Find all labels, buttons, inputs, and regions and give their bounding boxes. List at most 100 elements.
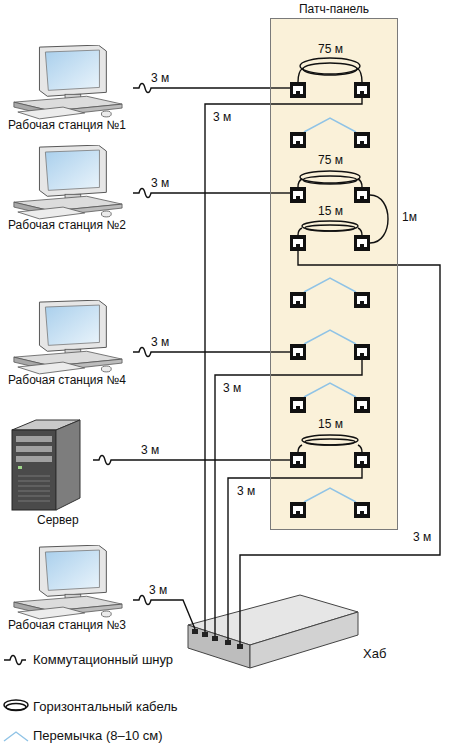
port-key [360,301,364,304]
port-key [360,91,364,94]
workstation: Рабочая станция №3 [5,545,133,633]
port-key [360,196,364,199]
cable-loop [303,176,357,184]
legend-jumper-sample [4,732,28,741]
length-label: 3 м [140,443,160,457]
cable-loop [300,58,360,74]
hub-label: Хаб [362,646,387,661]
port-jack [354,292,370,308]
cord-stub [270,87,290,88]
port-jack [354,397,370,413]
caption-row: Рабочая станция №4 [5,370,133,388]
cable-loop [302,221,358,231]
port-key [296,301,300,304]
port-socket [293,136,303,144]
cord-stub [270,192,290,193]
port-socket [293,348,303,356]
port-jack [354,235,370,251]
workstation: Рабочая станция №1 [5,45,133,133]
port-socket [293,239,303,247]
length-label: 3 м [150,71,170,85]
port-key [296,461,300,464]
port-socket [357,348,367,356]
port-jack [354,187,370,203]
port-key [296,196,300,199]
port-key [360,511,364,514]
legend-cable-sample [4,700,28,710]
icon-space [5,145,133,215]
hub-port [202,632,208,637]
caption-row: Рабочая станция №2 [5,215,133,233]
length-label: 3 м [148,583,168,597]
port-socket [357,296,367,304]
hub-port [212,636,218,641]
hub-port [192,629,198,634]
port-key [360,141,364,144]
port-key [360,353,364,356]
workstation-icon [14,545,122,619]
cable-loop [303,63,357,75]
station-caption: Рабочая станция №4 [8,373,126,387]
cable-length: 15 м [317,204,344,218]
station-caption: Рабочая станция №2 [8,218,126,232]
workstation-icon [14,45,122,119]
port-jack [290,452,306,468]
length-label: 3 м [412,530,432,544]
hub-side [250,612,358,668]
length-label: 3 м [222,381,242,395]
patch-cord [133,596,195,630]
panel-cords [270,88,398,478]
port-jack [354,452,370,468]
icon-space [5,418,93,510]
caption-row: Рабочая станция №1 [5,115,133,133]
jumper [304,488,356,502]
server-front [12,430,56,510]
port-jack [354,82,370,98]
legend-text: Коммутационный шнур [32,652,174,667]
server: Сервер [5,418,93,528]
jumper [304,118,356,132]
drive-bay [16,436,52,442]
drive-bay [16,456,52,462]
cord-stub [298,251,398,265]
workstation: Рабочая станция №2 [5,145,133,233]
cord-stub [270,468,362,478]
port-socket [293,401,303,409]
cable-length: 1м [401,210,418,224]
port-jack [354,502,370,518]
panel-title: Патч-панель [298,2,370,16]
port-key [296,511,300,514]
port-jack [354,344,370,360]
port-jack [354,132,370,148]
port-key [296,91,300,94]
port-socket [357,239,367,247]
caption-row: Сервер [5,510,93,528]
legend-text: Перемычка (8–10 см) [32,728,164,743]
workstation-icon [14,145,122,219]
station-caption: Сервер [37,513,79,527]
cord-stub [270,360,362,375]
port-socket [293,296,303,304]
hub-port [237,644,243,649]
port-key [296,244,300,247]
port-jack [290,187,306,203]
port-jack [290,397,306,413]
length-label: 3 м [150,335,170,349]
jumper [304,383,356,397]
port-socket [293,191,303,199]
port-jack [290,132,306,148]
hub: Хаб [180,590,395,672]
port-socket [293,86,303,94]
icon-space [5,545,133,615]
length-label: 3 м [212,110,232,124]
port-jack [290,235,306,251]
hub-port [225,640,231,645]
icon-space [5,300,133,370]
port-key [296,406,300,409]
legend-cable-sample [6,704,26,711]
port-jack [290,292,306,308]
server-icon [12,420,80,510]
cable-tail [298,445,362,452]
port-socket [357,136,367,144]
patch-cord [228,478,270,640]
